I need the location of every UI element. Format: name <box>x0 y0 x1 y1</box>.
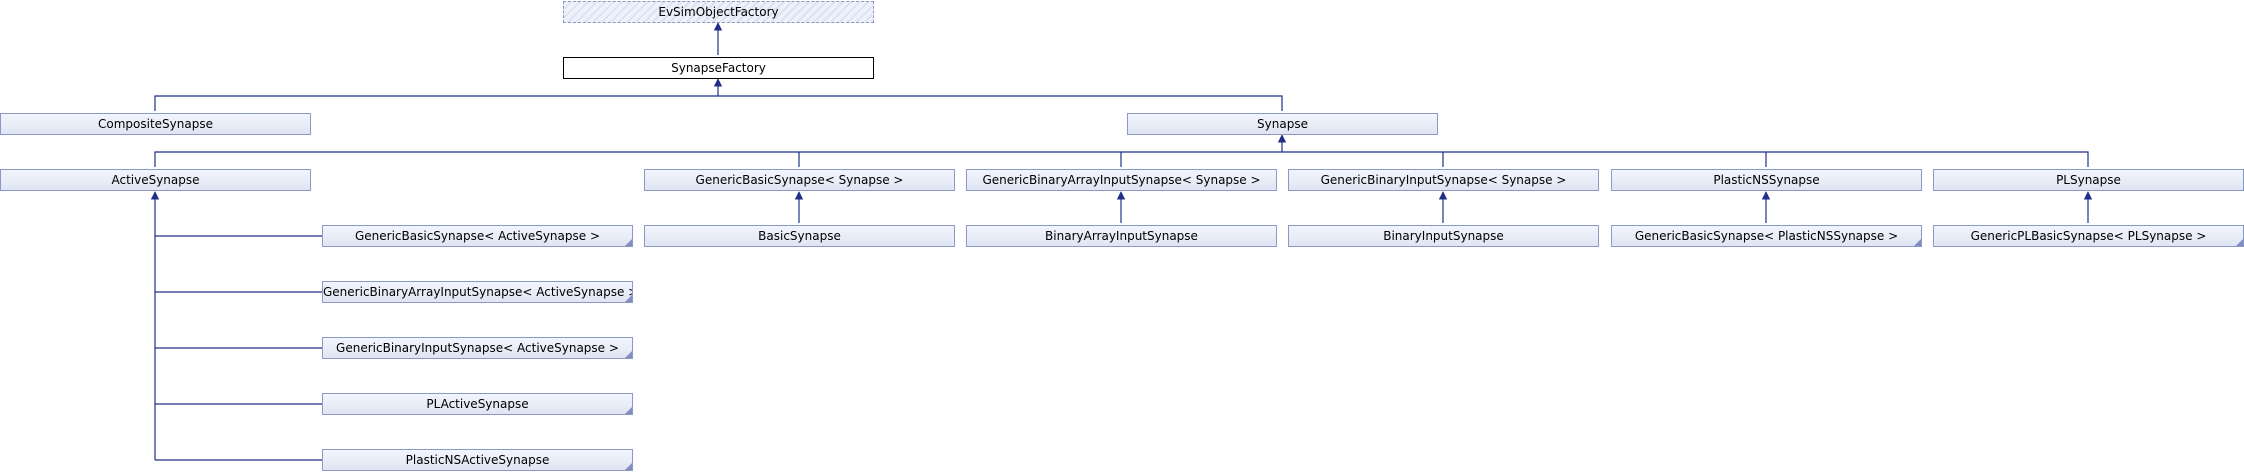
class-node-genericbasicsynapse-plasticnssynapse[interactable]: GenericBasicSynapse< PlasticNSSynapse > <box>1611 225 1922 247</box>
class-node-label: GenericBinaryArrayInputSynapse< Synapse … <box>982 173 1261 187</box>
class-node-label: PLActiveSynapse <box>426 397 529 411</box>
class-node-label: GenericBasicSynapse< Synapse > <box>695 173 904 187</box>
class-node-plactivesynapse[interactable]: PLActiveSynapse <box>322 393 633 415</box>
class-node-label: BinaryInputSynapse <box>1383 229 1504 243</box>
class-node-genericbinaryinputsynapse-activesynapse[interactable]: GenericBinaryInputSynapse< ActiveSynapse… <box>322 337 633 359</box>
class-node-label: GenericBasicSynapse< ActiveSynapse > <box>354 229 601 243</box>
class-node-label: GenericPLBasicSynapse< PLSynapse > <box>1970 229 2207 243</box>
class-node-label: PlasticNSActiveSynapse <box>405 453 550 467</box>
class-node-label: SynapseFactory <box>671 61 766 75</box>
class-node-label: ActiveSynapse <box>111 173 200 187</box>
class-node-evsimobjectfactory[interactable]: EvSimObjectFactory <box>563 1 874 23</box>
class-node-label: Synapse <box>1257 117 1308 131</box>
class-node-synapsefactory[interactable]: SynapseFactory <box>563 57 874 79</box>
edge-level2-bus <box>154 95 1283 111</box>
class-node-label: BasicSynapse <box>758 229 841 243</box>
class-node-label: GenericBinaryArrayInputSynapse< ActiveSy… <box>323 285 633 299</box>
class-node-genericbinaryarrayinputsynapse-activesynapse[interactable]: GenericBinaryArrayInputSynapse< ActiveSy… <box>322 281 633 303</box>
class-node-label: EvSimObjectFactory <box>658 5 779 19</box>
class-node-binaryinputsynapse[interactable]: BinaryInputSynapse <box>1288 225 1599 247</box>
class-node-label: GenericBinaryInputSynapse< Synapse > <box>1320 173 1567 187</box>
class-node-plasticnsactivesynapse[interactable]: PlasticNSActiveSynapse <box>322 449 633 471</box>
class-node-label: BinaryArrayInputSynapse <box>1045 229 1198 243</box>
class-node-genericplbasicsynapse-plsynapse[interactable]: GenericPLBasicSynapse< PLSynapse > <box>1933 225 2244 247</box>
class-node-label: PLSynapse <box>2056 173 2121 187</box>
class-node-genericbinaryarrayinputsynapse-synapse[interactable]: GenericBinaryArrayInputSynapse< Synapse … <box>966 169 1277 191</box>
class-node-genericbinaryinputsynapse-synapse[interactable]: GenericBinaryInputSynapse< Synapse > <box>1288 169 1599 191</box>
class-node-label: GenericBasicSynapse< PlasticNSSynapse > <box>1634 229 1899 243</box>
class-node-genericbasicsynapse-synapse[interactable]: GenericBasicSynapse< Synapse > <box>644 169 955 191</box>
class-node-label: PlasticNSSynapse <box>1713 173 1820 187</box>
class-node-compositesynapse[interactable]: CompositeSynapse <box>0 113 311 135</box>
class-node-plsynapse[interactable]: PLSynapse <box>1933 169 2244 191</box>
class-node-synapse[interactable]: Synapse <box>1127 113 1438 135</box>
class-node-label: CompositeSynapse <box>98 117 213 131</box>
class-node-activesynapse[interactable]: ActiveSynapse <box>0 169 311 191</box>
class-node-binaryarrayinputsynapse[interactable]: BinaryArrayInputSynapse <box>966 225 1277 247</box>
class-node-plasticnssynapse[interactable]: PlasticNSSynapse <box>1611 169 1922 191</box>
class-node-genericbasicsynapse-activesynapse[interactable]: GenericBasicSynapse< ActiveSynapse > <box>322 225 633 247</box>
class-node-label: GenericBinaryInputSynapse< ActiveSynapse… <box>336 341 619 355</box>
class-node-basicsynapse[interactable]: BasicSynapse <box>644 225 955 247</box>
